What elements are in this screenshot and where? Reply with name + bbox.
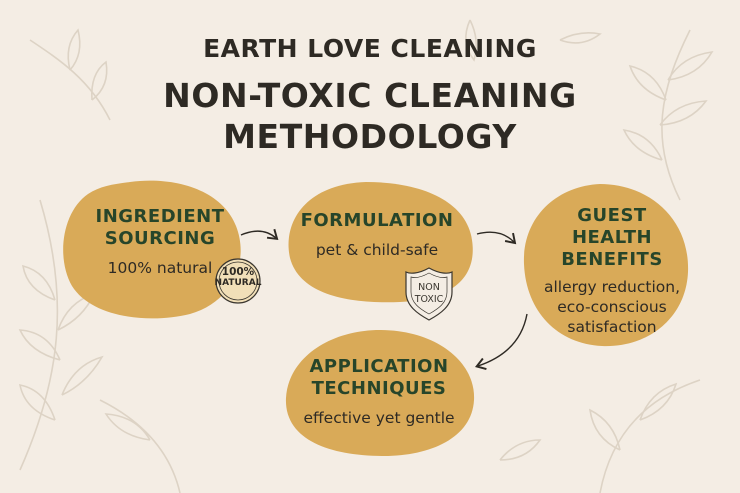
page-title-line2: METHODOLOGY — [223, 117, 517, 156]
step-application-techniques: APPLICATION TECHNIQUES effective yet gen… — [292, 356, 466, 428]
step-title: APPLICATION TECHNIQUES — [309, 356, 449, 399]
brand-title: EARTH LOVE CLEANING — [203, 34, 537, 63]
blob-ingredient-sourcing — [63, 180, 241, 319]
shield-icon — [405, 267, 453, 321]
natural-seal-icon — [215, 258, 261, 304]
step-title: FORMULATION — [300, 210, 454, 231]
step-formulation: FORMULATION pet & child-safe — [292, 210, 462, 260]
arrow-guest-to-application — [474, 313, 528, 371]
step-guest-health-benefits: GUEST HEALTH BENEFITS allergy reduction,… — [532, 205, 692, 337]
blob-application — [285, 330, 475, 456]
arrow-formulation-to-guest — [476, 231, 517, 245]
step-detail: allergy reduction, eco-conscious satisfa… — [543, 278, 681, 336]
step-ingredient-sourcing: INGREDIENT SOURCING 100% natural — [84, 206, 236, 278]
step-title: GUEST HEALTH BENEFITS — [561, 205, 663, 270]
step-detail: effective yet gentle — [303, 409, 455, 427]
step-detail: 100% natural — [107, 259, 213, 277]
step-title: INGREDIENT SOURCING — [95, 206, 225, 249]
arrow-sourcing-to-formulation — [240, 228, 279, 241]
non-toxic-badge: NON TOXIC — [414, 282, 444, 305]
natural-badge: 100% NATURAL — [214, 266, 262, 288]
step-detail: pet & child-safe — [315, 241, 439, 259]
page-title-line1: NON-TOXIC CLEANING — [163, 76, 577, 115]
blob-guest-health — [523, 184, 689, 347]
